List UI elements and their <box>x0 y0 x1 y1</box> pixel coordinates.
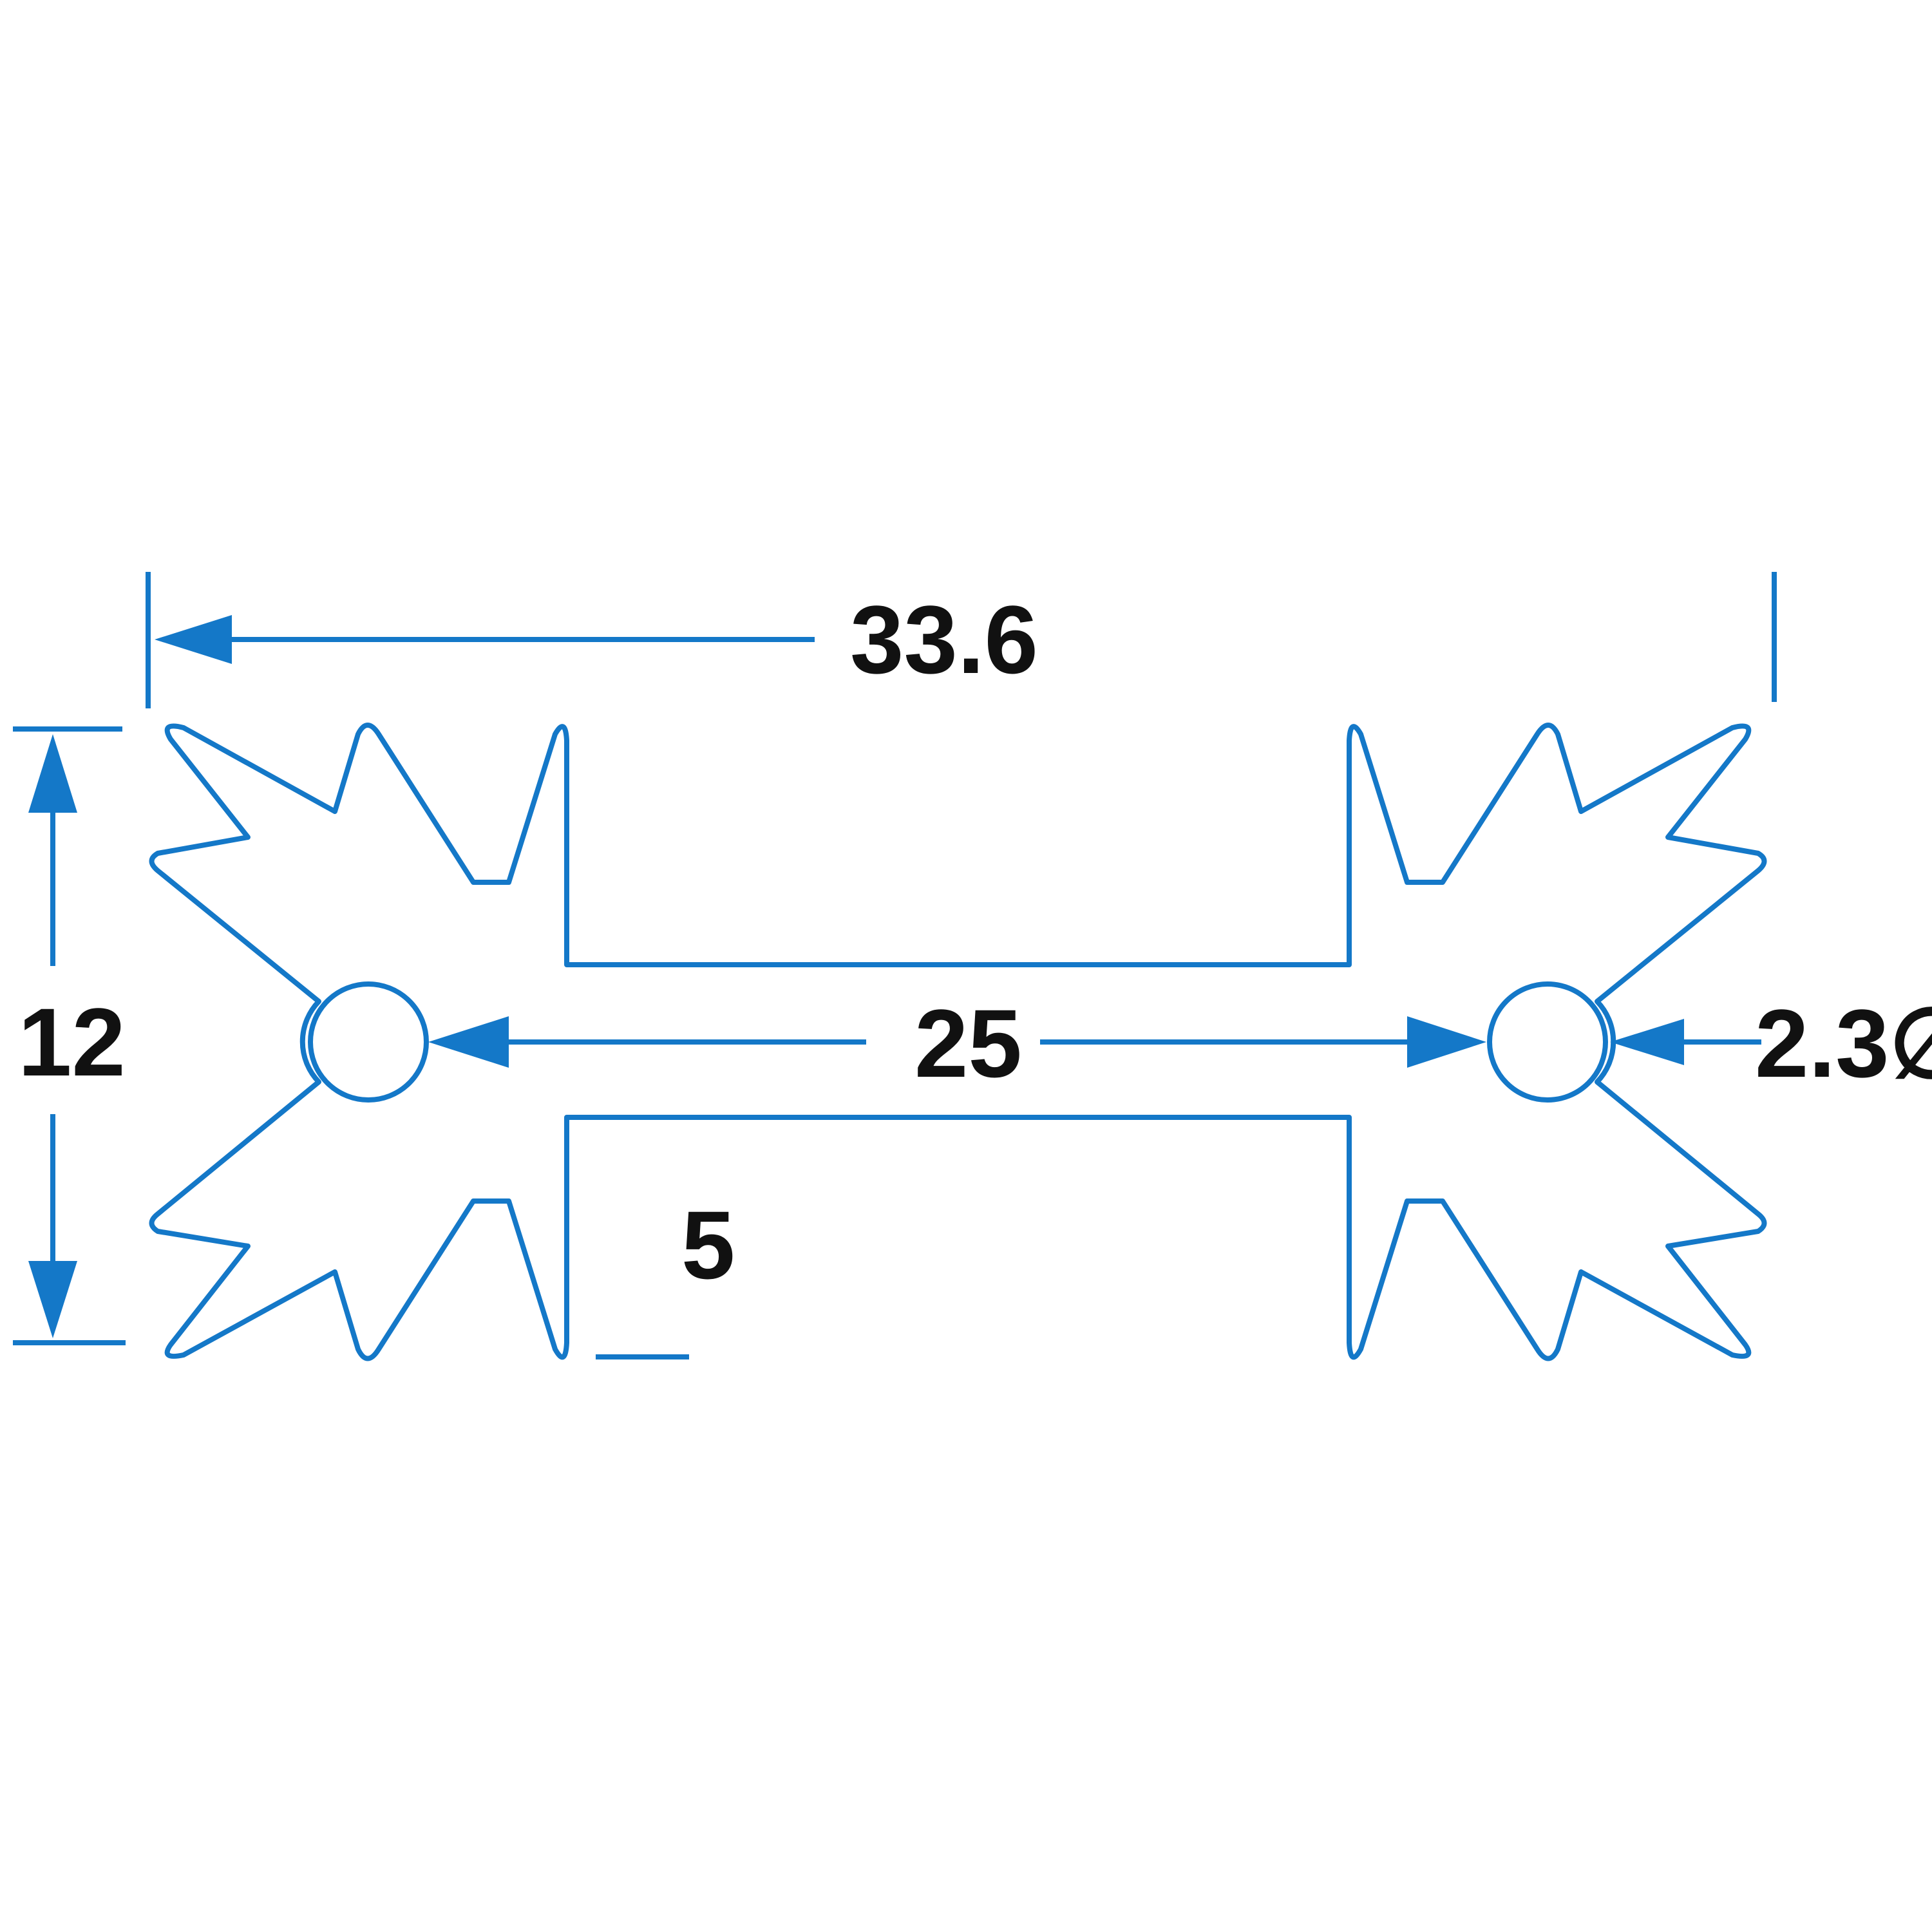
hole-diameter-label: 2.3∅ <box>1755 989 1932 1097</box>
width-arrowhead-left <box>155 615 232 664</box>
left-mounting-hole <box>308 981 429 1103</box>
left-fin-block-outline <box>149 723 1767 1361</box>
spacing-arrowhead-right <box>1407 1016 1486 1068</box>
overall-width-label: 33.6 <box>850 585 1038 694</box>
hole-spacing-label: 25 <box>914 989 1022 1097</box>
height-arrowhead-bottom <box>28 1261 77 1338</box>
spacing-arrowhead-left <box>428 1016 509 1068</box>
right-mounting-hole <box>1487 981 1608 1103</box>
height-label: 12 <box>18 988 126 1096</box>
height-arrowhead-top <box>28 734 77 813</box>
base-thickness-label: 5 <box>681 1191 735 1299</box>
diameter-arrowhead <box>1610 1019 1684 1065</box>
